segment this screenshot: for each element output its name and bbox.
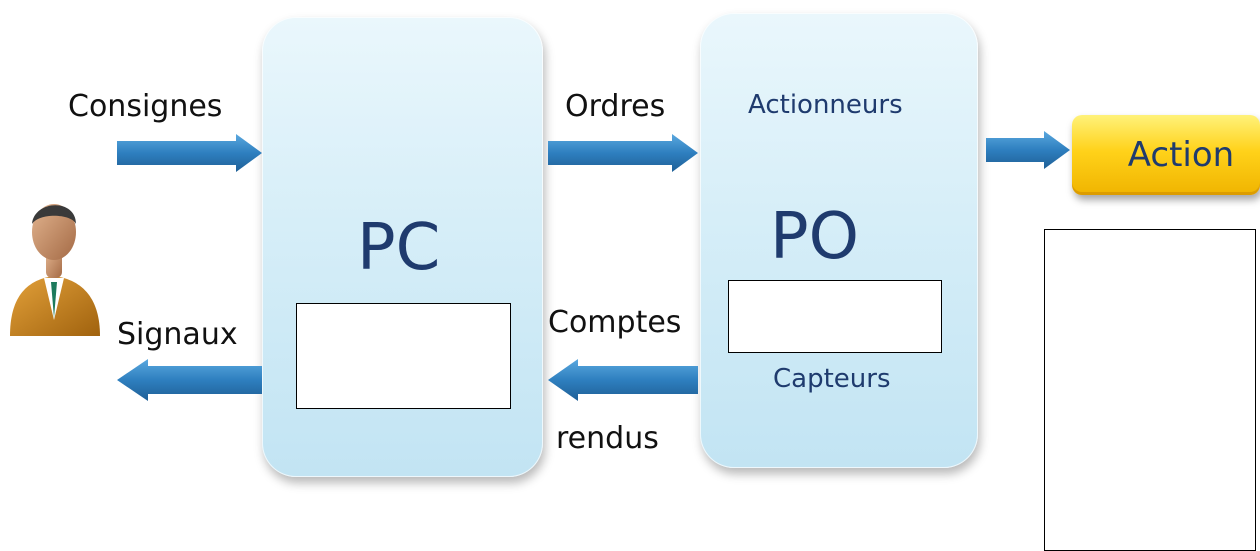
signaux-label: Signaux: [117, 317, 238, 352]
po-title: PO: [770, 200, 859, 274]
consignes-label: Consignes: [68, 89, 223, 124]
signaux-arrow-icon: [117, 359, 262, 401]
comptes-label: Comptes: [548, 305, 682, 340]
action-label: Action: [1127, 135, 1235, 175]
ordres-label: Ordres: [565, 89, 666, 124]
ordres-arrow-icon: [548, 134, 698, 172]
comptes-rendus-arrow-icon: [548, 359, 698, 401]
pc-title: PC: [357, 211, 441, 285]
actionneurs-label: Actionneurs: [748, 90, 903, 120]
right-blank-box: [1044, 229, 1256, 551]
capteurs-label: Capteurs: [773, 364, 891, 394]
po-block: [700, 13, 978, 468]
user-icon: [10, 204, 100, 336]
consignes-arrow-icon: [117, 134, 262, 172]
pc-blank-box: [296, 303, 511, 409]
action-button[interactable]: Action: [1072, 115, 1260, 195]
rendus-label: rendus: [556, 421, 659, 456]
action-arrow-icon: [986, 131, 1070, 169]
po-blank-box: [728, 280, 942, 353]
